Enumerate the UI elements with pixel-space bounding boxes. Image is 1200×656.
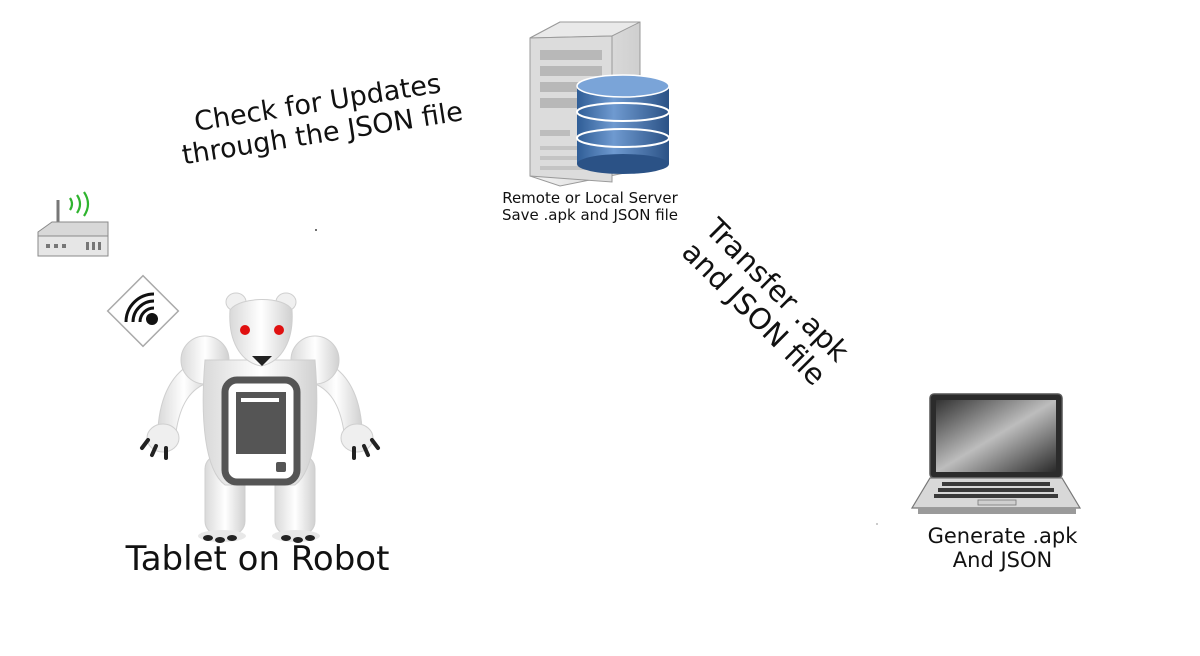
laptop-caption: Generate .apk And JSON bbox=[905, 524, 1100, 572]
laptop-caption-line1: Generate .apk bbox=[927, 524, 1078, 548]
laptop-caption-line2: And JSON bbox=[952, 548, 1053, 573]
server-caption-line1: Remote or Local Server bbox=[502, 189, 678, 207]
router-icon bbox=[37, 191, 109, 257]
laptop-icon bbox=[910, 393, 1082, 514]
wifi-signal-icon bbox=[106, 274, 180, 348]
database-icon bbox=[576, 74, 670, 174]
robot-caption: Tablet on Robot bbox=[125, 539, 390, 579]
server-caption-line2: Save .apk and JSON file bbox=[501, 206, 679, 225]
tablet-icon bbox=[221, 376, 301, 486]
server-caption: Remote or Local Server Save .apk and JSO… bbox=[490, 189, 690, 225]
